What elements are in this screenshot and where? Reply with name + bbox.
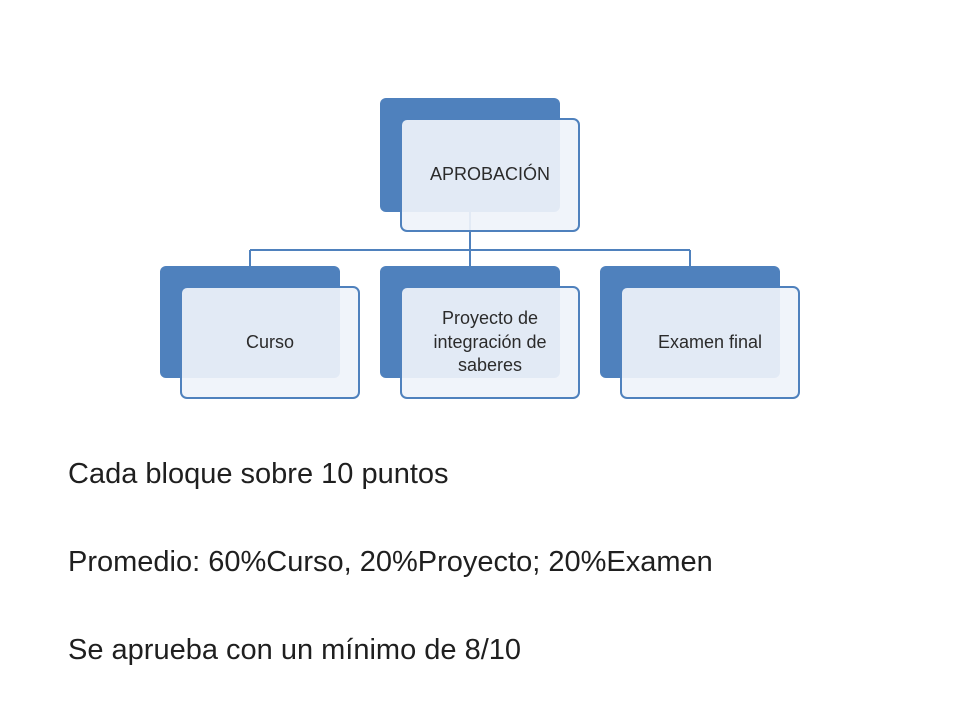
child-node-proyecto-card: Proyecto de integración de saberes [400, 286, 580, 399]
text-line-minimum: Se aprueba con un mínimo de 8/10 [68, 634, 522, 666]
child-node-proyecto-label: Proyecto de integración de saberes [433, 308, 547, 376]
root-node-label: APROBACIÓN [429, 164, 551, 185]
child-node-examen-card: Examen final [620, 286, 800, 399]
body-text: Cada bloque sobre 10 puntos Promedio: 60… [68, 452, 928, 716]
child-node-curso-label: Curso [245, 331, 294, 352]
child-node-examen-label: Examen final [657, 331, 763, 352]
child-node-curso-card: Curso [180, 286, 360, 399]
root-node-card: APROBACIÓN [400, 118, 580, 232]
text-line-scale: Cada bloque sobre 10 puntos [68, 458, 449, 490]
text-line-average: Promedio: 60%Curso, 20%Proyecto; 20%Exam… [68, 546, 713, 578]
